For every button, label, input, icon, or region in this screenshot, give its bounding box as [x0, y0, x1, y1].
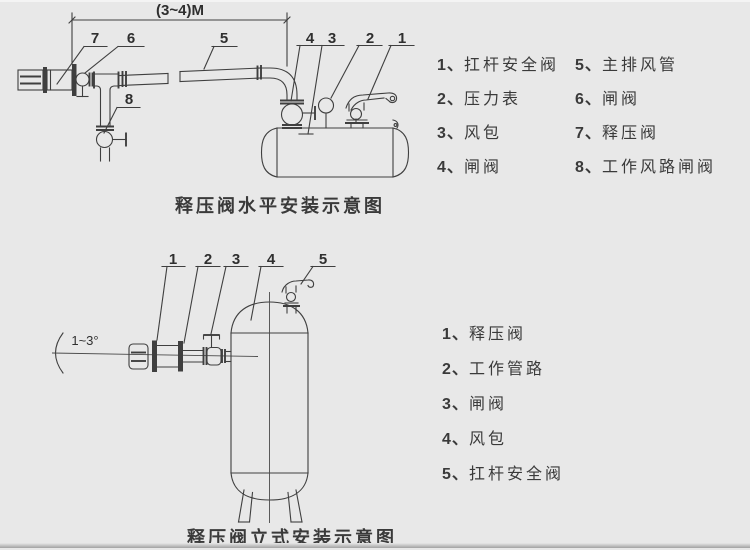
top-diagram-horizontal-installation: (3~4)M 7 6 5 [17, 2, 415, 178]
legend-item-number: 2、 [437, 91, 464, 108]
dimension-line: (3~4)M [68, 2, 291, 67]
svg-text:2: 2 [366, 30, 374, 47]
legend-item: 7、释压阀 [575, 119, 716, 142]
legend-item-label: 压力表 [464, 91, 522, 108]
legend-item: 6、闸阀 [575, 85, 716, 108]
lever-safety-valve-symbol [281, 279, 315, 314]
vertical-air-tank [230, 292, 309, 523]
top-legend-column-1: 1、扛杆安全阀 2、压力表 3、风包 4、闸阀 [437, 51, 559, 187]
callout-2: 2 [183, 251, 221, 344]
legend-item-label: 风包 [469, 431, 508, 448]
legend-item-label: 释压阀 [602, 125, 660, 142]
gate-valve-8-symbol [95, 130, 127, 162]
legend-item-label: 闸阀 [464, 159, 503, 176]
legend-item-number: 4、 [442, 431, 469, 448]
legend-item: 2、工作管路 [442, 355, 564, 378]
legend-item-number: 6、 [575, 91, 602, 108]
legend-item: 8、工作风路闸阀 [575, 153, 717, 176]
tee-junction [93, 71, 120, 131]
page-top-edge [0, 0, 750, 2]
legend-item: 1、释压阀 [442, 320, 564, 343]
legend-item-label: 风包 [464, 125, 503, 142]
bottom-diagram-vertical-installation: 1 2 3 4 [51, 251, 336, 523]
legend-item: 5、主排风管 [575, 51, 716, 74]
svg-text:8: 8 [125, 91, 133, 108]
angle-label: 1~3° [71, 333, 98, 348]
release-valve-symbol [17, 64, 77, 96]
legend-item-number: 1、 [442, 326, 469, 343]
lever-safety-valve-symbol [345, 92, 399, 129]
svg-text:1: 1 [169, 251, 177, 268]
legend-item-number: 3、 [442, 396, 469, 413]
horizontal-air-tank [260, 127, 410, 178]
bottom-legend: 1、释压阀 2、工作管路 3、闸阀 4、风包 5、扛杆安全阀 [442, 320, 564, 495]
callout-4: 4 [290, 30, 323, 102]
legend-item-number: 3、 [437, 125, 464, 142]
svg-text:1: 1 [398, 30, 406, 47]
callout-6: 6 [84, 30, 145, 74]
legend-item: 5、扛杆安全阀 [442, 460, 565, 483]
callout-3: 3 [298, 30, 345, 135]
svg-text:5: 5 [319, 251, 327, 268]
callout-1: 1 [156, 251, 186, 341]
legend-item: 3、闸阀 [442, 390, 564, 413]
callout-2: 2 [330, 30, 383, 99]
svg-text:6: 6 [127, 30, 135, 47]
svg-text:5: 5 [220, 30, 228, 47]
svg-text:4: 4 [306, 30, 315, 47]
svg-text:3: 3 [232, 251, 240, 268]
svg-text:4: 4 [267, 251, 276, 268]
callout-1: 1 [367, 30, 415, 100]
legend-item-label: 闸阀 [602, 91, 641, 108]
legend-item: 1、扛杆安全阀 [437, 51, 560, 74]
svg-text:3: 3 [328, 30, 336, 47]
release-valve-assembly [128, 334, 232, 372]
legend-item-label: 工作管路 [469, 361, 546, 378]
callout-5: 5 [300, 251, 336, 285]
legend-item-number: 2、 [442, 361, 469, 378]
gate-valve-6-symbol [75, 72, 94, 98]
callout-4: 4 [250, 251, 284, 321]
dimension-label: (3~4)M [156, 2, 204, 19]
page-bottom-edge [0, 543, 750, 548]
top-legend-column-2: 5、主排风管 6、闸阀 7、释压阀 8、工作风路闸阀 [575, 51, 716, 187]
legend-item-label: 释压阀 [469, 326, 527, 343]
legend-item-number: 5、 [442, 466, 469, 483]
legend-item-label: 工作风路闸阀 [602, 159, 717, 176]
bottom-callouts: 1 2 3 4 [156, 251, 336, 344]
main-exhaust-pipe [119, 65, 262, 87]
legend-item-number: 8、 [575, 159, 602, 176]
callout-5: 5 [203, 30, 238, 70]
elbow-pipe [260, 67, 298, 101]
legend-item-number: 4、 [437, 159, 464, 176]
legend-item: 4、风包 [442, 425, 564, 448]
top-caption: 释压阀水平安装示意图 [175, 196, 385, 216]
legend-item: 4、闸阀 [437, 153, 559, 176]
callout-7: 7 [56, 30, 108, 85]
legend-item: 2、压力表 [437, 85, 559, 108]
svg-text:2: 2 [204, 251, 212, 268]
legend-item-label: 主排风管 [602, 57, 679, 74]
legend-item-label: 扛杆安全阀 [464, 57, 560, 74]
top-callouts: 7 6 5 8 [56, 30, 415, 135]
legend-item: 3、风包 [437, 119, 559, 142]
legend-item-label: 闸阀 [469, 396, 508, 413]
legend-item-number: 1、 [437, 57, 464, 74]
pressure-gauge-symbol [317, 97, 335, 129]
legend-item-number: 5、 [575, 57, 602, 74]
legend-item-label: 扛杆安全阀 [469, 466, 565, 483]
svg-text:7: 7 [91, 30, 99, 47]
legend-item-number: 7、 [575, 125, 602, 142]
callout-3: 3 [210, 251, 249, 335]
